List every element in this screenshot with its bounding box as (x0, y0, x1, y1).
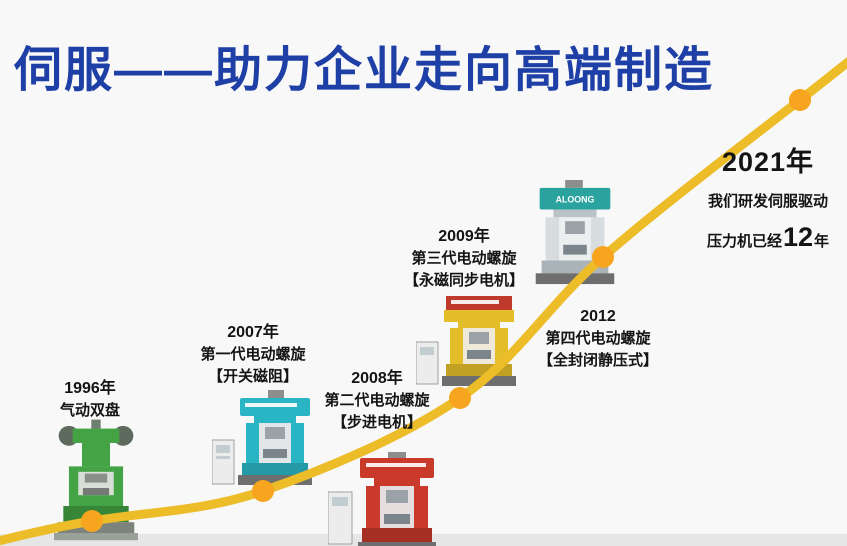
milestone-dot-2021 (789, 89, 811, 111)
finale-year: 2021年 (721, 147, 815, 177)
machine-2007-first-gen-screw-press (211, 390, 314, 497)
finale-line2-suffix: 年 (814, 233, 830, 250)
milestone-name-2012: 第四代电动螺旋 (545, 330, 651, 347)
milestone-label-2007: 2007年 第一代电动螺旋 【开关磁阻】 (192, 322, 314, 388)
milestone-name-1996: 气动双盘 (59, 402, 120, 419)
finale-years-count: 12 (782, 222, 814, 252)
press-machine-illustration-1996 (54, 419, 138, 541)
finale-line2: 压力机已经12年 (688, 222, 847, 253)
machine-1996-pneumatic-double-disc-press (54, 416, 138, 546)
milestone-year-2009: 2009年 (438, 228, 490, 245)
milestone-label-2008: 2008年 第二代电动螺旋 【步进电机】 (316, 368, 438, 434)
machine-brand-label: ALOONG (556, 195, 595, 205)
milestone-year-1996: 1996年 (64, 380, 116, 397)
milestone-year-2008: 2008年 (351, 370, 403, 387)
milestone-label-2012: 2012 第四代电动螺旋 【全封闭静压式】 (536, 306, 660, 372)
milestone-name-2008: 第二代电动螺旋 (324, 392, 430, 409)
milestone-detail-2009: 【永磁同步电机】 (403, 272, 524, 289)
machine-2008-second-gen-screw-press (327, 452, 438, 546)
milestone-detail-2007: 【开关磁阻】 (207, 368, 298, 385)
finale-line1: 我们研发伺服驱动 (707, 193, 828, 210)
milestone-year-2012: 2012 (580, 308, 616, 325)
press-machine-illustration-2007 (211, 390, 312, 485)
milestone-label-2009: 2009年 第三代电动螺旋 【永磁同步电机】 (402, 226, 526, 292)
machine-2012-fourth-gen-screw-press: ALOONG (527, 180, 622, 293)
milestone-name-2007: 第一代电动螺旋 (200, 346, 306, 363)
milestone-label-2021: 2021年 我们研发伺服驱动 压力机已经12年 (688, 140, 847, 253)
page-title: 伺服——助力企业走向高端制造 (14, 44, 715, 97)
milestone-detail-2012: 【全封闭静压式】 (537, 352, 658, 369)
milestone-year-2007: 2007年 (227, 324, 279, 341)
press-machine-illustration-2012: ALOONG (535, 180, 615, 285)
milestone-label-1996: 1996年 气动双盘 (34, 378, 146, 422)
finale-line2-prefix: 压力机已经 (706, 233, 782, 250)
press-machine-illustration-2008 (327, 452, 436, 546)
milestone-name-2009: 第三代电动螺旋 (411, 250, 517, 267)
milestone-detail-2008: 【步进电机】 (331, 414, 422, 431)
